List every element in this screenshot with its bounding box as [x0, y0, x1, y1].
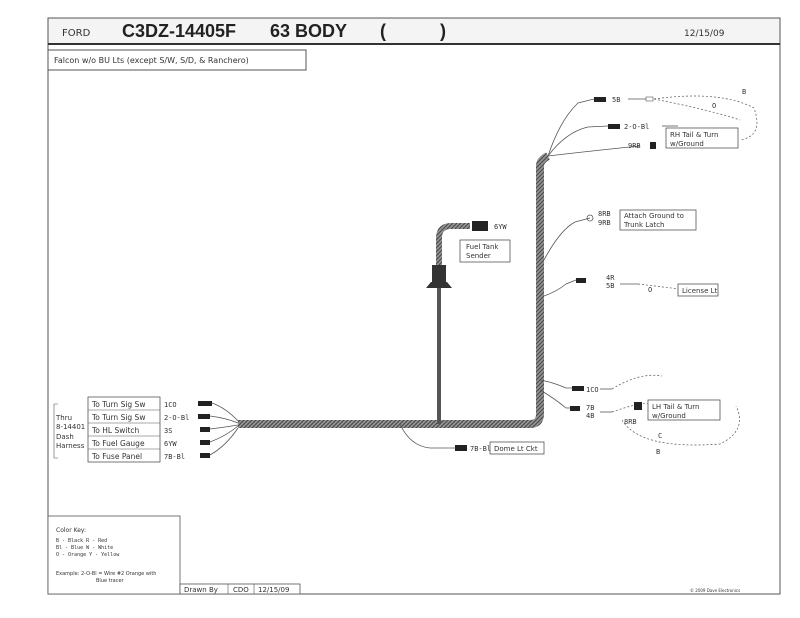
- left-row-5-wire: 7B-Bl: [164, 453, 185, 461]
- color-key: Color Key: B - Black R - Red Bl - Blue W…: [47, 515, 181, 595]
- left-row-4-label: To Fuel Gauge: [91, 439, 145, 448]
- header-band: [47, 17, 781, 45]
- rh-tail-branch: 5B 2-O-Bl 9RB B O RH Tail & Turn w/Groun…: [547, 88, 758, 157]
- fuel-sender-line2: Sender: [466, 252, 491, 260]
- rh-5b-label: 5B: [612, 96, 620, 104]
- drawn-by-block: Drawn By CDO 12/15/09: [179, 583, 301, 595]
- copyright: © 2009 Dave Electronics: [690, 588, 740, 593]
- thru-dash-harness-label: Thru 8-14401 Dash Harness: [53, 403, 85, 459]
- lh-8rb-label: 8RB: [624, 418, 637, 426]
- connector-icon: [576, 278, 586, 283]
- dome-connector-icon: [455, 445, 467, 451]
- header-date: 12/15/09: [684, 29, 725, 39]
- connector-icon: [608, 124, 620, 129]
- header-paren-open: (: [380, 21, 386, 41]
- fuel-sender-box: [459, 239, 511, 263]
- dome-box-label: Dome Lt Ckt: [494, 445, 538, 453]
- connector-icon: [572, 386, 584, 391]
- svg-text:Dash: Dash: [56, 433, 74, 441]
- fuel-sender-line1: Fuel Tank: [466, 243, 499, 251]
- svg-text:8-14401: 8-14401: [56, 423, 85, 431]
- main-harness-trunk: [238, 152, 550, 428]
- drawn-by-value: CDO: [233, 586, 249, 594]
- dome-wire-label: 7B-Bl: [470, 445, 491, 453]
- color-key-line: Bl - Blue W - White: [56, 545, 113, 551]
- lh-b-label: B: [656, 448, 660, 456]
- lh-wire-2: 4B: [586, 412, 594, 420]
- lh-box-line1: LH Tail & Turn: [652, 403, 699, 411]
- lic-wire-2: 5B: [606, 282, 614, 290]
- connector-icon: [198, 401, 212, 406]
- drawn-date: 12/15/09: [258, 586, 289, 594]
- lh-wire-1: 7B: [586, 404, 594, 412]
- header-paren-close: ): [440, 21, 446, 41]
- connector-icon: [570, 406, 580, 411]
- connector-icon: [200, 440, 210, 445]
- ground-box: [619, 209, 697, 231]
- left-row-4-wire: 6YW: [164, 440, 177, 448]
- ground-box-line1: Attach Ground to: [624, 212, 684, 220]
- fuel-wire-label: 6YW: [494, 223, 507, 231]
- svg-text:Harness: Harness: [56, 442, 85, 450]
- rh-box-line2: w/Ground: [670, 140, 704, 148]
- connector-icon: [200, 427, 210, 432]
- license-box-label: License Lt: [682, 287, 718, 295]
- color-key-line: O - Orange Y - Yellow: [56, 552, 120, 558]
- left-connector-block: To Turn Sig Sw To Turn Sig Sw To HL Swit…: [87, 396, 189, 463]
- lh-c-label: C: [658, 432, 662, 440]
- color-key-example: Example: 2-O-Bl = Wire #2 Orange with: [56, 571, 156, 577]
- lh-tail-box: [647, 399, 721, 421]
- lic-o-label: O: [648, 286, 652, 294]
- color-key-example: Blue tracer: [96, 578, 125, 584]
- rh-b-label: B: [742, 88, 746, 96]
- dome-branch-wire: [399, 423, 455, 449]
- subtitle-box: [47, 49, 307, 71]
- fuel-branch-braid: [436, 223, 470, 278]
- left-row-1-wire: 1CO: [164, 401, 177, 409]
- left-row-2-wire: 2-O-Bl: [164, 414, 189, 422]
- left-connectors: [198, 401, 239, 458]
- drawn-by-label: Drawn By: [184, 586, 218, 594]
- svg-text:Thru: Thru: [55, 414, 72, 422]
- rh-2ob-label: 2-O-Bl: [624, 123, 649, 131]
- connector-icon: [198, 414, 210, 419]
- color-key-heading: Color Key:: [56, 527, 86, 534]
- license-branch: 4R 5B O License Lt: [543, 274, 719, 297]
- left-row-5-label: To Fuse Panel: [91, 452, 142, 461]
- connector-icon: [200, 453, 210, 458]
- header-title: 63 BODY: [270, 21, 347, 41]
- sheet-border: [47, 17, 781, 595]
- header-part-number: C3DZ-14405F: [122, 21, 236, 41]
- dome-box: [489, 441, 545, 455]
- rh-box-line1: RH Tail & Turn: [670, 131, 718, 139]
- lh-1co-label: 1CO: [586, 386, 599, 394]
- fuel-connector-icon: [472, 221, 488, 231]
- license-box: [677, 283, 719, 297]
- lh-tail-branch: 1CO 7B 4B C B 8RB LH Tail & Turn w/Groun…: [539, 374, 740, 456]
- ground-box-line2: Trunk Latch: [623, 221, 665, 229]
- left-row-3-wire: 3S: [164, 427, 172, 435]
- color-key-line: B - Black R - Red: [56, 538, 107, 544]
- header-make: FORD: [62, 28, 91, 39]
- subtitle: Falcon w/o BU Lts (except S/W, S/D, & Ra…: [54, 56, 249, 65]
- rh-tail-box: [665, 127, 739, 149]
- rh-9rb-label: 9RB: [628, 142, 641, 150]
- grommet-icon: [426, 282, 452, 288]
- left-row-1-label: To Turn Sig Sw: [91, 400, 145, 409]
- left-row-3-label: To HL Switch: [91, 426, 140, 435]
- ground-wire-1: 8RB: [598, 210, 611, 218]
- lic-wire-1: 4R: [606, 274, 615, 282]
- left-row-2-label: To Turn Sig Sw: [91, 413, 145, 422]
- rh-o-label: O: [712, 102, 716, 110]
- lh-box-line2: w/Ground: [652, 412, 686, 420]
- connector-icon: [594, 97, 606, 102]
- ground-wire-2: 9RB: [598, 219, 611, 227]
- ground-branch: 8RB 9RB Attach Ground to Trunk Latch: [543, 209, 697, 261]
